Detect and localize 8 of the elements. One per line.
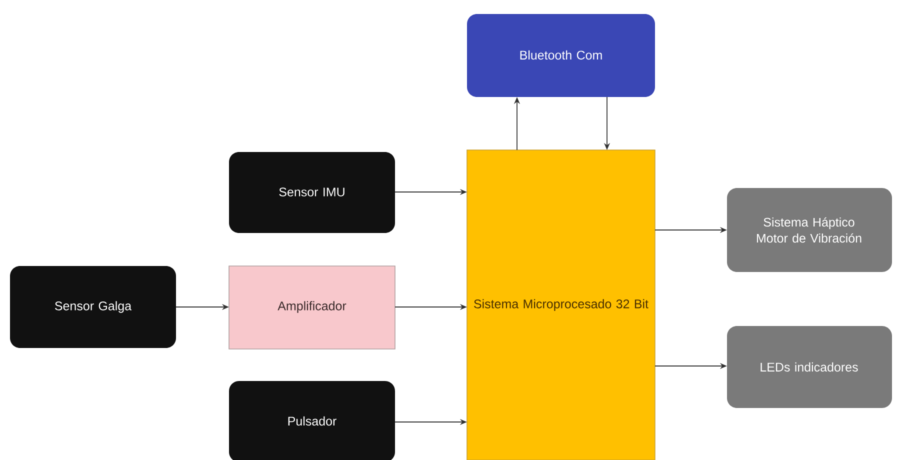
- process-box: Pulsador: [229, 381, 395, 460]
- process-box: Bluetooth Com: [467, 14, 655, 97]
- process-box: Sensor IMU: [229, 152, 395, 233]
- process-box: LEDs indicadores: [727, 326, 892, 408]
- process-box: Amplificador: [228, 266, 396, 350]
- process-box: Sistema Háptico Motor de Vibración: [727, 188, 892, 272]
- process-box: Sistema Microprocesado 32 Bit: [466, 150, 656, 460]
- process-box: Sensor Galga: [10, 266, 176, 348]
